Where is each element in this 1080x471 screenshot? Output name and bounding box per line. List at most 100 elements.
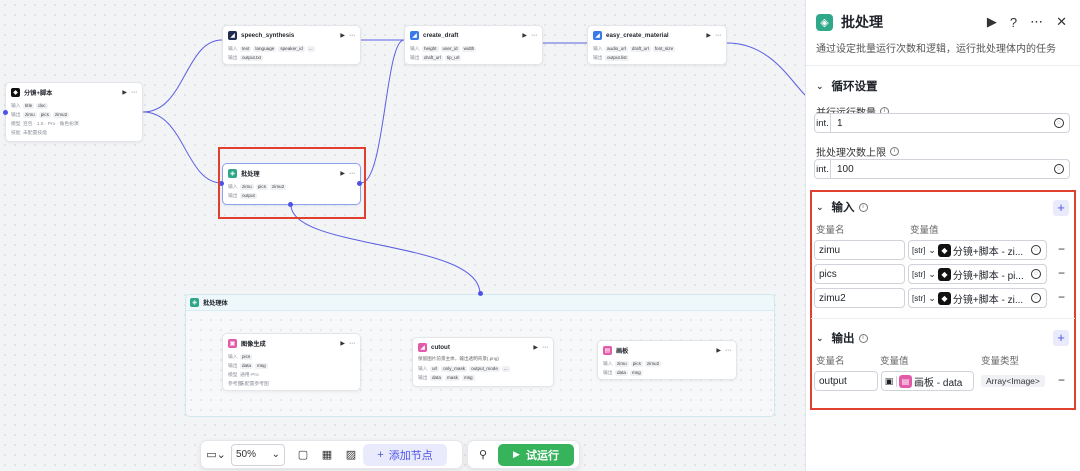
play-icon[interactable]: ▶ xyxy=(706,33,711,39)
stepper-icon[interactable]: ◌ xyxy=(1054,118,1064,128)
chevron-down-icon: ⌄ xyxy=(928,268,936,279)
input-value-ref[interactable]: [str]⌄◆分镜+脚本 - pi...◌ xyxy=(908,264,1047,284)
input-name-field[interactable]: zimu2 xyxy=(814,288,905,308)
debug-icon[interactable]: ⚲ xyxy=(478,449,488,461)
note-icon[interactable]: ▨ xyxy=(345,449,357,461)
board-icon: ▤ xyxy=(603,346,612,355)
play-icon[interactable]: ▶ xyxy=(522,33,527,39)
input-name-field[interactable]: zimu xyxy=(814,240,905,260)
plugin-icon: ◢ xyxy=(593,31,602,40)
add-output-button[interactable]: + xyxy=(1053,330,1069,346)
minimap-icon[interactable]: ▭⌄ xyxy=(206,449,226,461)
batch-config-panel: ◈ 批处理 ▶ ? ⋯ ✕ 通过设定批量运行次数和逻辑，运行批处理体内的任务 ⌄… xyxy=(805,0,1080,471)
chevron-down-icon: ⌄ xyxy=(816,80,824,91)
plugin-icon: ◢ xyxy=(410,31,419,40)
run-toolbar: ⚲ ▶试运行 xyxy=(467,440,580,469)
settings-icon[interactable]: ◌ xyxy=(1031,245,1041,255)
image-icon: ▣ xyxy=(882,375,897,387)
layers-icon: ◈ xyxy=(816,13,833,31)
play-icon[interactable]: ▶ xyxy=(533,345,538,351)
bot-icon: ◆ xyxy=(937,243,951,257)
loop-settings-header[interactable]: ⌄循环设置 xyxy=(816,80,878,94)
layout-icon[interactable]: ▦ xyxy=(321,449,333,461)
stepper-icon[interactable]: ◌ xyxy=(1054,164,1064,174)
settings-icon[interactable]: ◌ xyxy=(1031,293,1041,303)
more-icon[interactable]: ⋯ xyxy=(349,341,355,347)
more-icon[interactable]: ⋯ xyxy=(349,33,355,39)
info-icon[interactable]: i xyxy=(858,202,868,212)
bot-icon: ◆ xyxy=(937,267,951,281)
play-icon[interactable]: ▶ xyxy=(716,348,721,354)
layers-icon: ◈ xyxy=(228,169,237,178)
settings-icon[interactable]: ◌ xyxy=(1031,269,1041,279)
chevron-down-icon: ⌄ xyxy=(928,244,936,255)
plugin-icon: ◢ xyxy=(228,31,237,40)
input-name-field[interactable]: pics xyxy=(814,264,905,284)
play-icon[interactable]: ▶ xyxy=(340,33,345,39)
chevron-down-icon: ⌄ xyxy=(816,332,824,343)
more-icon[interactable]: ⋯ xyxy=(542,345,548,351)
chevron-down-icon: ⌄ xyxy=(816,201,824,212)
panel-title: 批处理 xyxy=(841,14,883,30)
more-icon[interactable]: ⋯ xyxy=(349,171,355,177)
plus-icon: + xyxy=(377,448,384,461)
image-icon: ▣ xyxy=(228,339,237,348)
batch-output-port[interactable] xyxy=(357,181,362,186)
output-type-badge: Array<Image> xyxy=(981,375,1045,387)
node-title: 分镜+脚本 xyxy=(24,90,53,97)
remove-output-icon[interactable]: − xyxy=(1058,373,1066,387)
test-run-button[interactable]: ▶试运行 xyxy=(498,443,574,466)
comment-icon[interactable]: ▢ xyxy=(297,449,309,461)
add-input-button[interactable]: + xyxy=(1053,200,1069,216)
zoom-select[interactable]: 50%⌄ xyxy=(231,443,285,466)
output-value-ref[interactable]: ▣▤画板 - data xyxy=(881,371,974,391)
plugin-icon: ◢ xyxy=(418,343,427,352)
more-icon[interactable]: ⋯ xyxy=(725,348,731,354)
close-icon[interactable]: ✕ xyxy=(1056,14,1067,29)
highlight-box-io xyxy=(810,190,1076,410)
more-icon[interactable]: ⋯ xyxy=(1030,14,1044,29)
more-icon[interactable]: ⋯ xyxy=(131,90,137,96)
max-input[interactable]: int.100◌ xyxy=(814,159,1070,179)
info-icon[interactable]: i xyxy=(890,147,899,156)
info-icon[interactable]: i xyxy=(858,333,868,343)
help-icon[interactable]: ? xyxy=(1009,14,1018,30)
remove-input-icon[interactable]: − xyxy=(1058,242,1066,256)
layers-icon: ◈ xyxy=(190,298,199,307)
play-icon: ▶ xyxy=(513,449,520,459)
chevron-down-icon: ⌄ xyxy=(928,292,936,303)
output-name-field[interactable]: output xyxy=(814,371,878,391)
play-icon[interactable]: ▶ xyxy=(986,14,997,29)
input-value-ref[interactable]: [str]⌄◆分镜+脚本 - zi...◌ xyxy=(908,288,1047,308)
highlight-box-batch xyxy=(218,147,366,219)
input-port[interactable] xyxy=(3,110,8,115)
parallel-input[interactable]: int.1◌ xyxy=(814,113,1070,133)
batch-input-port[interactable] xyxy=(219,181,224,186)
play-icon[interactable]: ▶ xyxy=(122,90,127,96)
input-value-ref[interactable]: [str]⌄◆分镜+脚本 - zi...◌ xyxy=(908,240,1047,260)
batch-body-port[interactable] xyxy=(288,202,293,207)
more-icon[interactable]: ⋯ xyxy=(715,33,721,39)
play-icon[interactable]: ▶ xyxy=(340,341,345,347)
add-node-button[interactable]: +添加节点 xyxy=(363,443,447,466)
bot-icon: ◆ xyxy=(11,88,20,97)
more-icon[interactable]: ⋯ xyxy=(531,33,537,39)
play-icon[interactable]: ▶ xyxy=(340,171,345,177)
connection-wires xyxy=(142,39,805,364)
remove-input-icon[interactable]: − xyxy=(1058,266,1066,280)
board-icon: ▤ xyxy=(899,374,912,388)
loop-input-port[interactable] xyxy=(478,291,483,296)
remove-input-icon[interactable]: − xyxy=(1058,290,1066,304)
panel-description: 通过设定批量运行次数和逻辑，运行批处理体内的任务 xyxy=(816,44,1056,55)
